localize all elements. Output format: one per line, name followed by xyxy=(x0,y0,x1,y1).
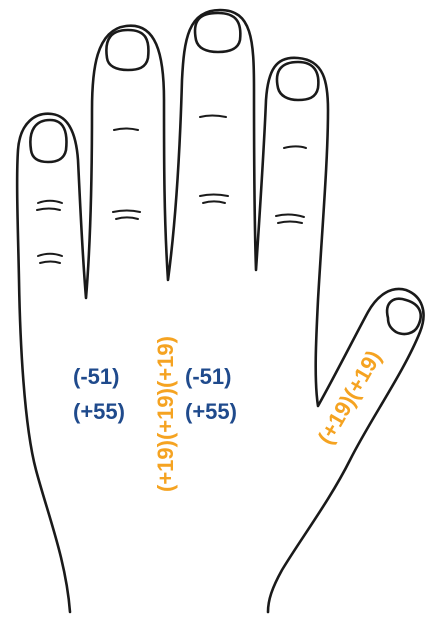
pinky-nail xyxy=(29,118,68,164)
label-right-top: (-51) xyxy=(185,364,231,389)
thumb-nail xyxy=(385,297,422,336)
label-middle-vertical: (+19)(+19)(+19) xyxy=(153,336,178,492)
middle-finger-creases xyxy=(199,114,229,204)
label-right-bottom: (+55) xyxy=(185,399,237,424)
label-left-top: (-51) xyxy=(73,364,119,389)
index-finger-nail xyxy=(275,60,320,102)
middle-finger-nail xyxy=(193,11,242,54)
ring-finger-nail xyxy=(105,28,150,72)
hand-outline xyxy=(15,8,425,614)
pinky-creases xyxy=(36,199,63,264)
ring-finger-creases xyxy=(112,127,141,220)
index-finger-creases xyxy=(275,145,307,224)
label-left-bottom: (+55) xyxy=(73,399,125,424)
